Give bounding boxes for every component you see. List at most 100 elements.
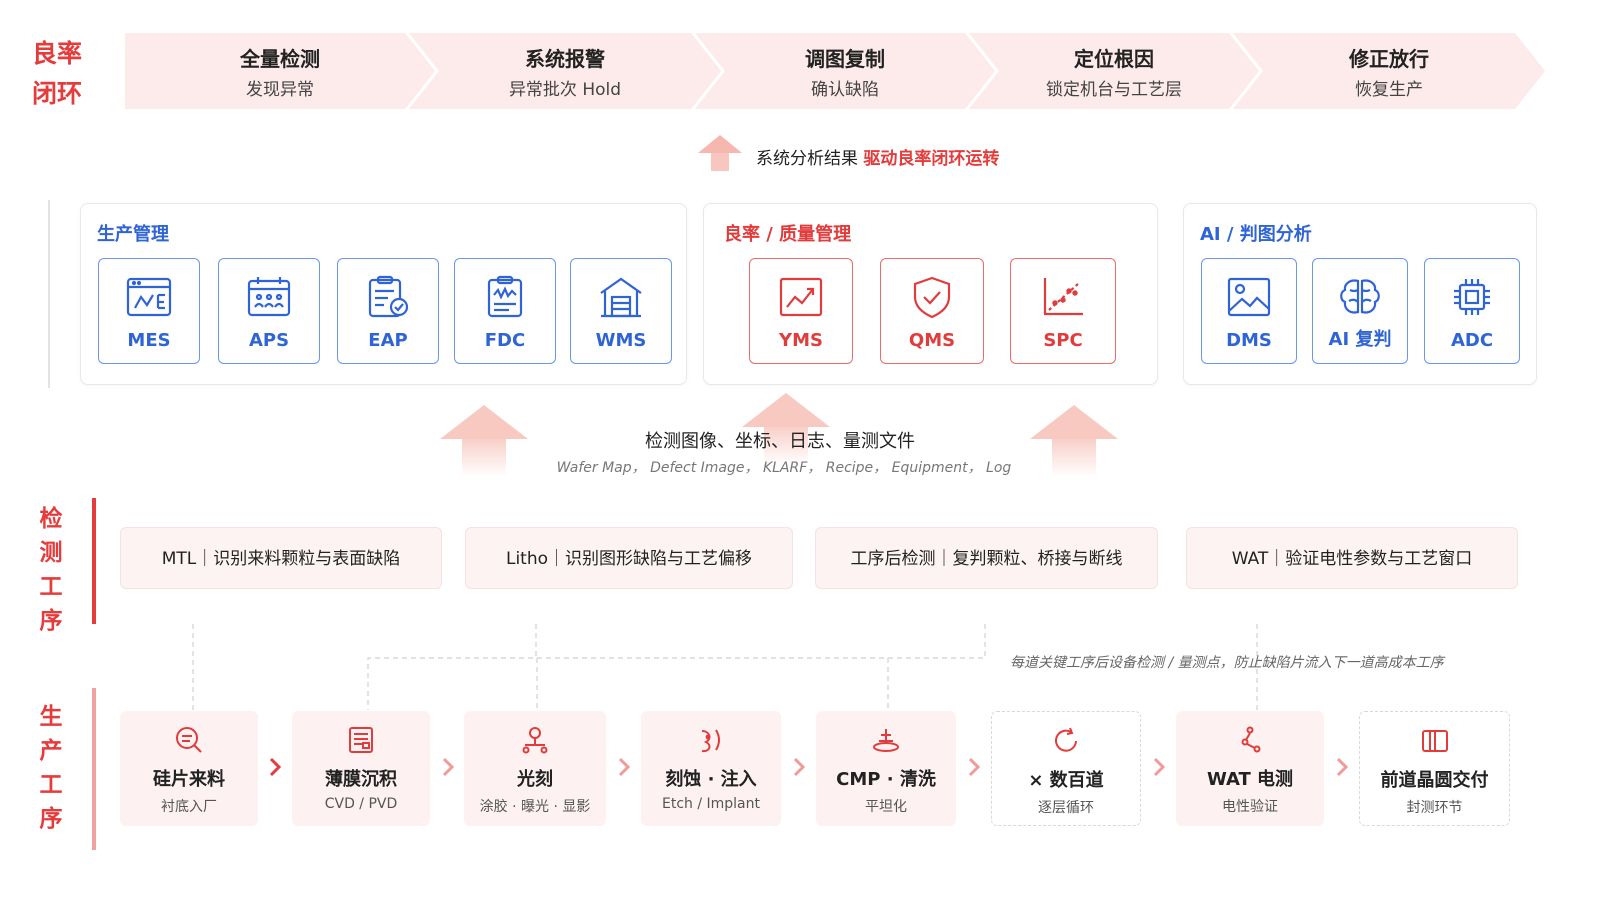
inspection-stage-label: 检测工序 <box>39 506 63 634</box>
analysis-caption-highlight: 驱动良率闭环运转 <box>863 149 1000 169</box>
inspection-item: WAT｜验证电性参数与工艺窗口 <box>1186 527 1518 589</box>
quality-management-panel: 良率 / 质量管理 YMS QMS SPC <box>703 203 1158 385</box>
system-card-ai-review[interactable]: AI 复判 <box>1312 258 1408 364</box>
process-step: 前道晶圆交付 封测环节 <box>1359 711 1510 826</box>
system-card-label: ADC <box>1450 330 1494 351</box>
panel-title: 良率 / 质量管理 <box>724 224 852 245</box>
process-step-title: × 数百道 <box>1028 770 1104 791</box>
loop-step: 系统报警 异常批次 Hold <box>409 33 721 109</box>
process-step: × 数百道 逐层循环 <box>991 711 1141 826</box>
loop-step: 全量检测 发现异常 <box>125 33 435 109</box>
package-icon <box>1421 730 1448 752</box>
data-flow-subcaption: Wafer Map， Defect Image， KLARF， Recipe， … <box>556 460 1012 476</box>
system-card-eap[interactable]: EAP <box>337 258 439 364</box>
system-card-label: SPC <box>1043 330 1083 351</box>
inspection-stage-bar <box>92 498 96 624</box>
process-step: 薄膜沉积 CVD / PVD <box>292 711 430 826</box>
system-card-mes[interactable]: MES <box>98 258 200 364</box>
data-flow-caption: 检测图像、坐标、日志、量测文件 <box>645 431 915 452</box>
loop-step-sub: 异常批次 Hold <box>508 80 622 100</box>
clipboard-check-icon <box>368 275 409 318</box>
system-card-dms[interactable]: DMS <box>1201 258 1297 364</box>
shield-check-icon <box>913 276 951 319</box>
system-card-yms[interactable]: YMS <box>749 258 853 364</box>
system-card-aps[interactable]: APS <box>218 258 320 364</box>
yield-loop-pipeline: 全量检测 发现异常 系统报警 异常批次 Hold 调图复制 确认缺陷 定位根因 … <box>125 33 1595 109</box>
process-step: CMP · 清洗 平坦化 <box>816 711 956 826</box>
cycle-icon <box>1055 727 1077 752</box>
process-step: 刻蚀 · 注入 Etch / Implant <box>641 711 781 826</box>
system-card-adc[interactable]: ADC <box>1424 258 1520 364</box>
loop-step: 定位根因 锁定机台与工艺层 <box>969 33 1259 109</box>
image-icon <box>1227 277 1271 317</box>
chevron-right-icon <box>968 757 981 777</box>
production-management-panel: 生产管理 MES APS EAP FDC <box>80 203 687 385</box>
process-step-title: 薄膜沉积 <box>325 769 397 790</box>
system-card-label: WMS <box>595 330 647 351</box>
chevron-right-icon <box>618 757 631 777</box>
lithography-icon <box>522 727 548 754</box>
loop-step-title: 修正放行 <box>1349 47 1429 71</box>
system-card-label: APS <box>248 330 290 351</box>
inspection-note: 每道关键工序后设备检测 / 量测点，防止缺陷片流入下一道高成本工序 <box>1010 655 1444 671</box>
yield-loop-label: 良率闭环 <box>31 39 82 108</box>
process-step-title: CMP · 清洗 <box>836 769 936 790</box>
up-arrow-icon <box>440 405 528 477</box>
brain-icon <box>1340 279 1380 314</box>
ai-analysis-panel: AI / 判图分析 DMS AI 复判 ADC <box>1183 203 1537 385</box>
loop-step-sub: 确认缺陷 <box>811 80 879 100</box>
etch-icon <box>701 729 720 753</box>
browser-chart-icon <box>126 277 172 317</box>
loop-step-sub: 锁定机台与工艺层 <box>1046 80 1182 100</box>
clipboard-wave-icon <box>487 275 523 318</box>
divider <box>48 200 50 388</box>
system-card-label: YMS <box>779 330 823 351</box>
loop-step-title: 调图复制 <box>805 47 885 71</box>
process-step-sub: 封测环节 <box>1406 800 1463 816</box>
inspection-item: 工序后检测｜复判颗粒、桥接与断线 <box>815 527 1158 589</box>
inspection-item: MTL｜识别来料颗粒与表面缺陷 <box>120 527 442 589</box>
probe-icon <box>1241 726 1261 753</box>
process-step-sub: 逐层循环 <box>1038 800 1094 816</box>
system-card-label: QMS <box>908 330 956 351</box>
analysis-caption: 系统分析结果 驱动良率闭环运转 <box>756 144 999 169</box>
document-stack-icon <box>349 727 373 753</box>
process-step: 硅片来料 衬底入厂 <box>120 711 258 826</box>
chevron-right-icon <box>269 757 282 777</box>
process-step: WAT 电测 电性验证 <box>1176 711 1324 826</box>
loop-step-sub: 发现异常 <box>246 80 314 100</box>
process-step-title: 硅片来料 <box>153 769 225 790</box>
system-card-label: DMS <box>1226 330 1272 351</box>
process-step-sub: 电性验证 <box>1222 799 1278 815</box>
process-step-sub: 平坦化 <box>865 799 907 815</box>
loop-step-title: 定位根因 <box>1074 47 1154 71</box>
up-arrow-icon <box>698 135 742 171</box>
production-stage-label: 生产工序 <box>39 704 63 832</box>
chip-icon <box>1454 279 1490 315</box>
system-card-label: MES <box>127 330 171 351</box>
calendar-people-icon <box>247 277 291 317</box>
chevron-right-icon <box>1336 757 1349 777</box>
process-step-sub: Etch / Implant <box>661 796 760 812</box>
system-card-label: AI 复判 <box>1328 329 1392 350</box>
loop-step-title: 系统报警 <box>525 47 605 71</box>
process-step-title: 刻蚀 · 注入 <box>665 769 757 790</box>
loop-step: 调图复制 确认缺陷 <box>695 33 995 109</box>
loop-step: 修正放行 恢复生产 <box>1233 33 1545 109</box>
warehouse-icon <box>600 277 642 318</box>
system-card-spc[interactable]: SPC <box>1010 258 1116 364</box>
chevron-right-icon <box>1153 757 1166 777</box>
system-card-fdc[interactable]: FDC <box>454 258 556 364</box>
system-card-label: FDC <box>484 330 526 351</box>
system-card-wms[interactable]: WMS <box>570 258 672 364</box>
up-arrow-icon <box>742 393 830 465</box>
process-step-title: 光刻 <box>517 769 553 790</box>
analysis-caption-text: 系统分析结果 <box>756 149 858 169</box>
process-step-title: 前道晶圆交付 <box>1380 770 1489 791</box>
system-card-label: EAP <box>368 330 408 351</box>
polish-icon <box>873 729 899 752</box>
chevron-right-icon <box>793 757 806 777</box>
loop-step-title: 全量检测 <box>240 47 320 71</box>
process-step-title: WAT 电测 <box>1206 769 1294 790</box>
system-card-qms[interactable]: QMS <box>880 258 984 364</box>
